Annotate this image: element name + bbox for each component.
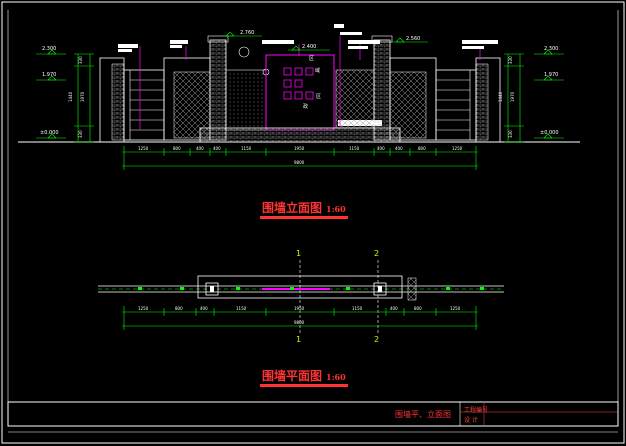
dim-p-3: 1150 bbox=[236, 306, 247, 311]
dim-p-2: 400 bbox=[200, 306, 208, 311]
dim-p-7: 800 bbox=[414, 306, 422, 311]
dim-p-1: 800 bbox=[175, 306, 183, 311]
elevation-scale: 1:60 bbox=[326, 204, 346, 214]
elev-top-2: 2.400 bbox=[302, 44, 316, 50]
elev-left-2: 1.970 bbox=[42, 72, 56, 78]
dim-e-4: 1150 bbox=[241, 146, 252, 151]
svg-text:区: 区 bbox=[309, 56, 314, 62]
elevation-drawing: 区 域 区 政 bbox=[18, 24, 580, 170]
dim-e-8: 400 bbox=[395, 146, 403, 151]
dim-e-total: 9800 bbox=[294, 160, 305, 165]
dim-e-7: 400 bbox=[377, 146, 385, 151]
svg-text:政: 政 bbox=[303, 103, 308, 110]
dim-left-v3: 1970 bbox=[80, 91, 85, 102]
dim-e-1: 800 bbox=[173, 146, 181, 151]
section-mark-1-bottom: 1 bbox=[296, 335, 302, 344]
elev-top-1: 2.760 bbox=[240, 30, 254, 36]
dim-e-9: 800 bbox=[418, 146, 426, 151]
dim-left-v2: 1440 bbox=[68, 91, 73, 102]
svg-text:区: 区 bbox=[316, 94, 321, 100]
plan-drawing: 1250 800 400 1150 1950 1150 400 800 1250… bbox=[98, 260, 504, 334]
plan-scale: 1:60 bbox=[326, 372, 346, 382]
section-mark-2-bottom: 2 bbox=[374, 335, 380, 344]
elev-right-2: 1.970 bbox=[544, 72, 558, 78]
elev-left-1: 2.300 bbox=[42, 46, 56, 52]
section-mark-2-top: 2 bbox=[374, 249, 380, 258]
dim-right-v2: 1440 bbox=[498, 91, 503, 102]
dim-p-0: 1250 bbox=[138, 306, 149, 311]
dim-left-v4: 330 bbox=[78, 130, 83, 138]
dim-p-total: 9800 bbox=[294, 320, 305, 325]
elevation-title-text: 围墙立面图 bbox=[262, 201, 323, 215]
dim-e-3: 400 bbox=[213, 146, 221, 151]
elev-right-3: ±0.000 bbox=[540, 130, 559, 136]
title-block-cell-design: 设 计 bbox=[464, 417, 478, 424]
title-block-drawing-name: 围墙平、立面图 bbox=[395, 410, 451, 419]
dim-left-v1: 330 bbox=[78, 56, 83, 64]
dim-p-6: 400 bbox=[390, 306, 398, 311]
title-block-cell-project: 工程编号 bbox=[464, 407, 489, 414]
elev-top-3: 2.560 bbox=[406, 36, 420, 42]
title-block bbox=[7, 401, 619, 427]
dim-e-2: 400 bbox=[196, 146, 204, 151]
elev-right-1: 2.300 bbox=[544, 46, 558, 52]
dim-right-v3: 1970 bbox=[510, 91, 515, 102]
dim-p-4: 1950 bbox=[294, 306, 305, 311]
plan-title-text: 围墙平面图 bbox=[262, 369, 323, 383]
section-mark-1-top: 1 bbox=[296, 249, 302, 258]
svg-text:域: 域 bbox=[315, 67, 320, 74]
dim-e-0: 1250 bbox=[138, 146, 149, 151]
dim-right-v4: 330 bbox=[508, 130, 513, 138]
elevation-title-underline bbox=[260, 216, 348, 219]
plan-title-underline bbox=[260, 384, 348, 387]
dim-e-10: 1250 bbox=[452, 146, 463, 151]
dim-e-5: 1950 bbox=[294, 146, 305, 151]
plan-center-platform bbox=[197, 275, 403, 299]
elev-left-3: ±0.000 bbox=[40, 130, 59, 136]
dim-e-6: 1150 bbox=[349, 146, 360, 151]
dim-p-5: 1150 bbox=[352, 306, 363, 311]
dim-p-8: 1250 bbox=[450, 306, 461, 311]
dim-right-v1: 330 bbox=[508, 56, 513, 64]
